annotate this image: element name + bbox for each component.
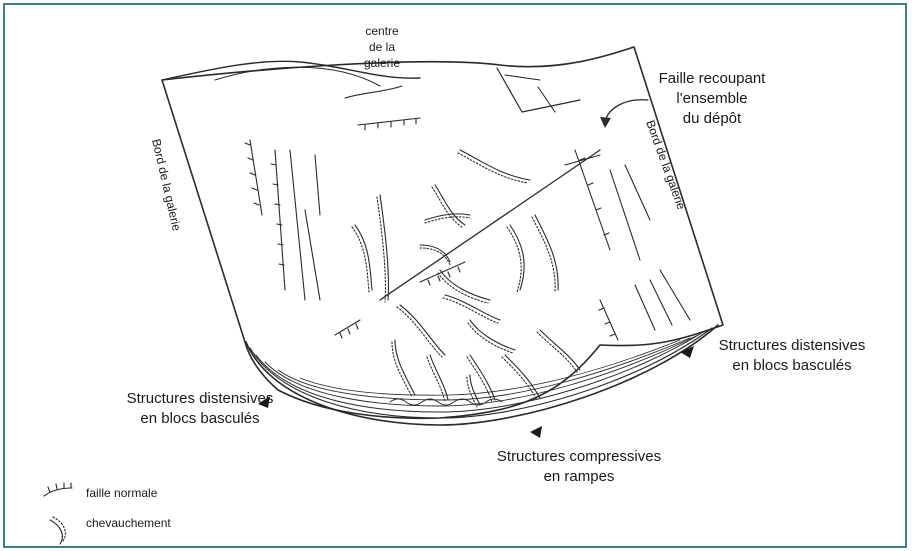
normal-fault-legend-icon xyxy=(44,483,72,496)
normal-faults xyxy=(245,75,690,340)
bord-left-label: Bord de la galerie xyxy=(149,138,184,233)
thrust-legend-icon xyxy=(50,517,65,544)
pointer-compressive xyxy=(530,426,542,438)
centre-label-line3: galerie xyxy=(364,56,400,70)
centre-label-line2: de la xyxy=(369,40,395,54)
distensive-right-line1: Structures distensives xyxy=(719,337,866,354)
pointer-markers xyxy=(258,346,694,438)
basin-layers xyxy=(246,325,718,425)
normal-fault-legend-label: faille normale xyxy=(86,486,158,500)
compressive-line1: Structures compressives xyxy=(497,448,661,465)
compressive-line2: en rampes xyxy=(544,468,615,485)
distensive-right-line2: en blocs basculés xyxy=(732,357,851,374)
thrust-legend-label: chevauchement xyxy=(86,516,171,530)
bord-right-label: Bord de la galerie xyxy=(643,118,688,211)
distensive-left-line2: en blocs basculés xyxy=(140,410,259,427)
centre-label-line1: centre xyxy=(365,24,399,38)
faille-label-line1: Faille recoupant xyxy=(659,70,767,87)
faille-label-line3: du dépôt xyxy=(683,110,742,127)
distensive-left-line1: Structures distensives xyxy=(127,390,274,407)
thrust-faults xyxy=(352,150,580,407)
legend: faille normale chevauchement xyxy=(44,483,171,544)
faille-label-line2: l'ensemble xyxy=(676,90,747,107)
deposit-outline xyxy=(162,47,723,418)
faille-arrow xyxy=(600,100,648,128)
